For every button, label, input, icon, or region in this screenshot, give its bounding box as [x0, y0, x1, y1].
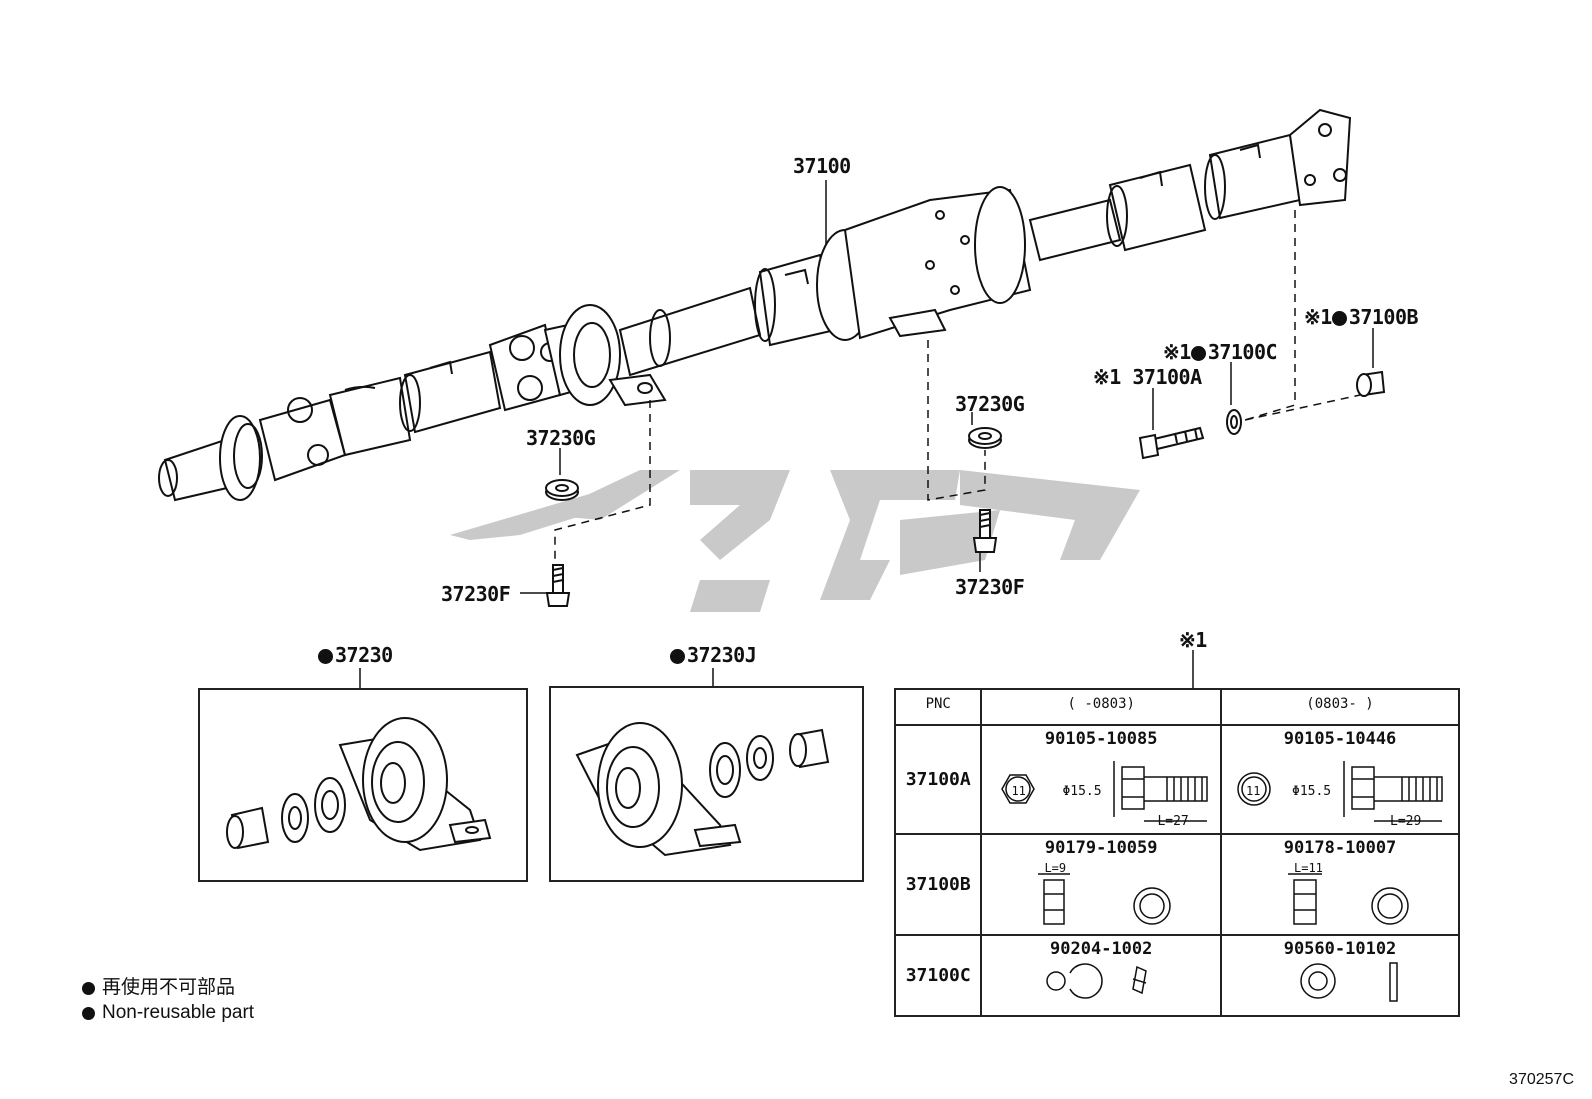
rear-tube: [1028, 133, 1302, 262]
legend-item-jp: 再使用不可部品: [82, 975, 254, 1000]
legend-item-en: Non-reusable part: [82, 1000, 254, 1025]
front-universal-joint: [258, 376, 412, 482]
length-label: L=29: [1390, 814, 1422, 829]
length-label: L=11: [1294, 861, 1323, 875]
center-support-bearing: [559, 304, 667, 407]
box-right-frame: [549, 686, 864, 882]
table-row: 37100C 90204-1002 90560-10102: [893, 934, 1460, 1017]
callout-37100: 37100: [793, 154, 851, 178]
nut-spec-drawing: [1288, 873, 1409, 925]
nut-spec-drawing: [1038, 873, 1172, 925]
mark-label: ※1: [1093, 365, 1121, 389]
non-reusable-dot-icon: [82, 1007, 95, 1020]
diameter-label: Φ15.5: [1062, 784, 1102, 799]
bolt-head-label: 11: [1246, 784, 1261, 798]
rear-joint-housing: [816, 186, 1032, 341]
rear-flange-yoke: [1288, 108, 1352, 207]
pnc-cell: 37100A: [893, 724, 983, 835]
legend: 再使用不可部品 Non-reusable part: [82, 975, 254, 1025]
watermark-logo: [450, 470, 1140, 612]
washer-spec-drawing: [1300, 962, 1398, 1002]
callout-37100c: ※1 37100C: [1163, 340, 1278, 364]
part-number: 90204-1002: [1050, 939, 1153, 959]
part-cell: 90204-1002: [980, 934, 1222, 1017]
non-reusable-dot-icon: [1331, 311, 1347, 326]
slip-yoke: [158, 415, 263, 502]
box-left-frame: [198, 688, 528, 882]
mark-label: ※1: [1163, 340, 1191, 364]
washer-spec-drawing: [1046, 963, 1148, 999]
bolt-spec-drawing: [1001, 761, 1209, 822]
part-number: 90179-10059: [1044, 838, 1158, 858]
callout-37100a: ※1 37100A: [1093, 365, 1202, 389]
bolt-37100a: [1138, 426, 1205, 460]
diameter-label: Φ15.5: [1292, 784, 1332, 799]
box-right-parts: [575, 722, 830, 857]
box-right-code: 37230J: [687, 643, 757, 667]
non-reusable-dot-icon: [82, 982, 95, 995]
header-col1: ( -0803): [980, 688, 1222, 726]
non-reusable-dot-icon: [670, 649, 685, 664]
part-cell: 90178-10007 L=11: [1220, 833, 1460, 936]
non-reusable-dot-icon: [1190, 346, 1206, 361]
callout-37100b: ※1 37100B: [1304, 305, 1419, 329]
washer-right: [968, 427, 1002, 449]
front-tube: [399, 350, 502, 434]
callout-37230f-right: 37230F: [955, 575, 1025, 599]
length-label: L=27: [1157, 814, 1189, 829]
washer-37100c: [1226, 409, 1242, 435]
box-left-parts: [226, 717, 492, 852]
part-code: 37100C: [1207, 340, 1278, 364]
box-left-code: 37230: [335, 643, 393, 667]
part-code: 37100A: [1132, 365, 1202, 389]
nut-37100b: [1356, 370, 1386, 397]
table-row: 37100B 90179-10059 L=9 90178-10007: [893, 833, 1460, 936]
part-number: 90105-10085: [1044, 729, 1158, 749]
table-title: ※1: [1179, 628, 1207, 652]
part-cell: 90179-10059 L=9: [980, 833, 1222, 936]
part-cell: 90560-10102: [1220, 934, 1460, 1017]
callout-37230f-left: 37230F: [441, 582, 511, 606]
part-number: 90560-10102: [1283, 939, 1397, 959]
part-code: 37100B: [1348, 305, 1419, 329]
legend-text-jp: 再使用不可部品: [102, 977, 236, 998]
callout-37230g-right: 37230G: [955, 392, 1025, 416]
callout-37230g-left: 37230G: [526, 426, 596, 450]
bolt-left: [545, 564, 571, 607]
box-right-title: 37230J: [670, 643, 757, 667]
box-left-title: 37230: [318, 643, 393, 667]
part-cell: 90105-10085 11 Φ15.5 L=27: [980, 724, 1222, 835]
pnc-cell: 37100C: [893, 934, 983, 1017]
mark-label: ※1: [1304, 305, 1332, 329]
pnc-table: PNC ( -0803) (0803- ) 37100A 90105-10085: [893, 688, 1460, 1017]
assembly-dashes: [554, 210, 1361, 560]
pnc-cell: 37100B: [893, 833, 983, 936]
non-reusable-dot-icon: [318, 649, 333, 664]
part-number: 90105-10446: [1283, 729, 1397, 749]
length-label: L=9: [1044, 861, 1067, 875]
part-cell: 90105-10446 11 Φ15.5 L=29: [1220, 724, 1460, 835]
bolt-right: [972, 509, 998, 553]
bolt-spec-drawing: [1237, 761, 1443, 822]
bolt-head-label: 11: [1011, 784, 1026, 798]
leader-lines: [359, 180, 1374, 688]
table-header-row: PNC ( -0803) (0803- ): [893, 688, 1460, 726]
middle-tube: [618, 253, 837, 377]
part-number: 90178-10007: [1283, 838, 1397, 858]
washer-left: [545, 479, 579, 501]
header-col2: (0803- ): [1220, 688, 1460, 726]
illustration-code: 370257C: [1509, 1071, 1574, 1088]
table-row: 37100A 90105-10085 11 Φ15.5 L=27 90: [893, 724, 1460, 835]
legend-text-en: Non-reusable part: [102, 1002, 255, 1023]
header-pnc: PNC: [893, 688, 983, 726]
